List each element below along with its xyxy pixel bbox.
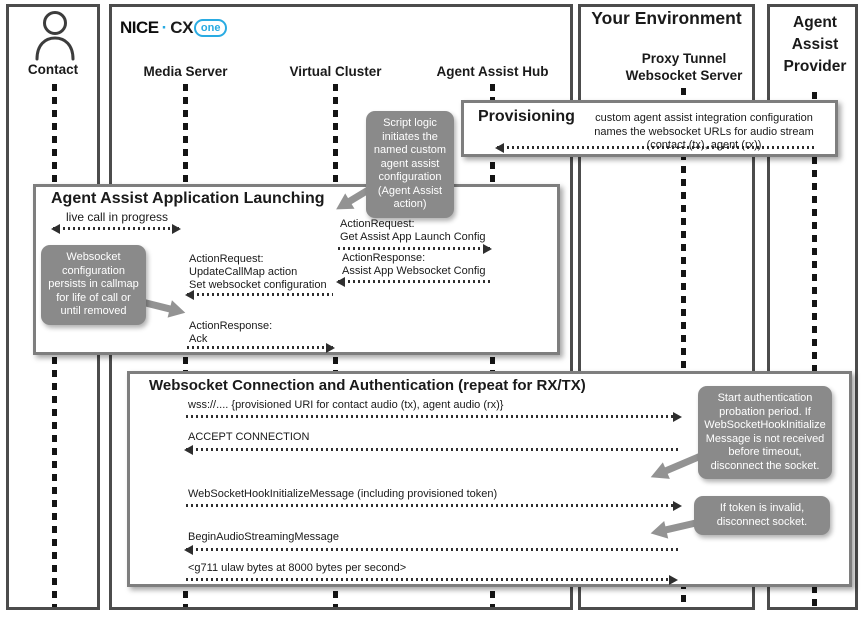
logo-dot: · xyxy=(161,18,168,37)
note-auth-probation: Start authentication probation period. I… xyxy=(698,386,832,479)
lifeline-proxy-websocket-server xyxy=(681,88,686,607)
websocket-auth-title: Websocket Connection and Authentication … xyxy=(149,377,586,394)
arrowhead-right-icon xyxy=(669,574,678,585)
actor-agent-assist-provider-label: Agent Assist Provider xyxy=(783,14,847,75)
message-update-callmap-arrow xyxy=(185,289,333,300)
arrowhead-left-icon xyxy=(185,289,194,300)
arrowhead-right-icon xyxy=(673,411,682,422)
actor-contact-label: Contact xyxy=(27,62,79,77)
message-wss-uri-arrow xyxy=(186,411,682,422)
logo-nice-text: NICE xyxy=(120,18,159,37)
lifeline-agent-assist-provider xyxy=(812,92,817,607)
arrowhead-right-icon xyxy=(483,243,492,254)
logo-cx-text: CX xyxy=(170,18,193,37)
app-launching-title: Agent Assist Application Launching xyxy=(51,190,325,207)
arrowhead-left-icon xyxy=(51,223,60,234)
message-g711-arrow xyxy=(186,574,678,585)
message-accept-connection-arrow xyxy=(184,444,680,455)
message-update-callmap-label: ActionRequest: UpdateCallMap action Set … xyxy=(189,253,327,291)
arrowhead-right-icon xyxy=(673,500,682,511)
note-script-logic: Script logic initiates the named custom … xyxy=(366,111,454,218)
actor-agent-assist-hub-label: Agent Assist Hub xyxy=(436,64,549,79)
nice-cxone-logo: NICE · CX one xyxy=(120,18,228,38)
arrowhead-left-icon xyxy=(495,142,504,153)
logo-one-cloud-badge: one xyxy=(193,19,228,37)
message-ack-arrow xyxy=(187,342,335,353)
provisioning-arrow xyxy=(495,142,817,153)
person-icon xyxy=(35,11,75,61)
arrowhead-right-icon xyxy=(326,342,335,353)
message-begin-audio-arrow xyxy=(184,544,680,555)
note-websocket-config-persists: Websocket configuration persists in call… xyxy=(41,245,146,325)
message-live-call-label: live call in progress xyxy=(66,210,169,224)
arrowhead-left-icon xyxy=(184,444,193,455)
arrowhead-right-icon xyxy=(172,223,181,234)
your-environment-title: Your Environment xyxy=(591,8,742,28)
websocket-config-pointer-icon xyxy=(137,297,186,318)
actor-proxy-tunnel-label: Proxy Tunnel Websocket Server xyxy=(625,51,743,83)
message-get-launch-config-arrow xyxy=(338,243,492,254)
note-invalid-token: If token is invalid, disconnect socket. xyxy=(694,496,830,535)
message-hook-initialize-arrow xyxy=(186,500,682,511)
script-logic-pointer-icon xyxy=(336,183,376,210)
message-ack-label: ActionResponse: Ack xyxy=(189,320,273,345)
message-websocket-config-label: ActionResponse: Assist App Websocket Con… xyxy=(342,252,486,277)
message-begin-audio-label: BeginAudioStreamingMessage xyxy=(188,531,340,543)
arrowhead-left-icon xyxy=(184,544,193,555)
actor-media-server-label: Media Server xyxy=(143,64,228,79)
message-websocket-config-arrow xyxy=(336,276,490,287)
arrowhead-left-icon xyxy=(336,276,345,287)
message-live-call-arrow xyxy=(51,223,181,234)
message-g711-label: <g711 ulaw bytes at 8000 bytes per secon… xyxy=(188,562,407,574)
message-accept-connection-label: ACCEPT CONNECTION xyxy=(188,431,310,443)
provisioning-title: Provisioning xyxy=(478,108,575,125)
message-hook-initialize-label: WebSocketHookInitializeMessage (includin… xyxy=(188,488,498,500)
message-wss-uri-label: wss://.... {provisioned URI for contact … xyxy=(188,399,504,411)
invalid-token-pointer-icon xyxy=(650,519,699,539)
actor-virtual-cluster-label: Virtual Cluster xyxy=(289,64,382,79)
message-get-launch-config-label: ActionRequest: Get Assist App Launch Con… xyxy=(340,218,486,243)
